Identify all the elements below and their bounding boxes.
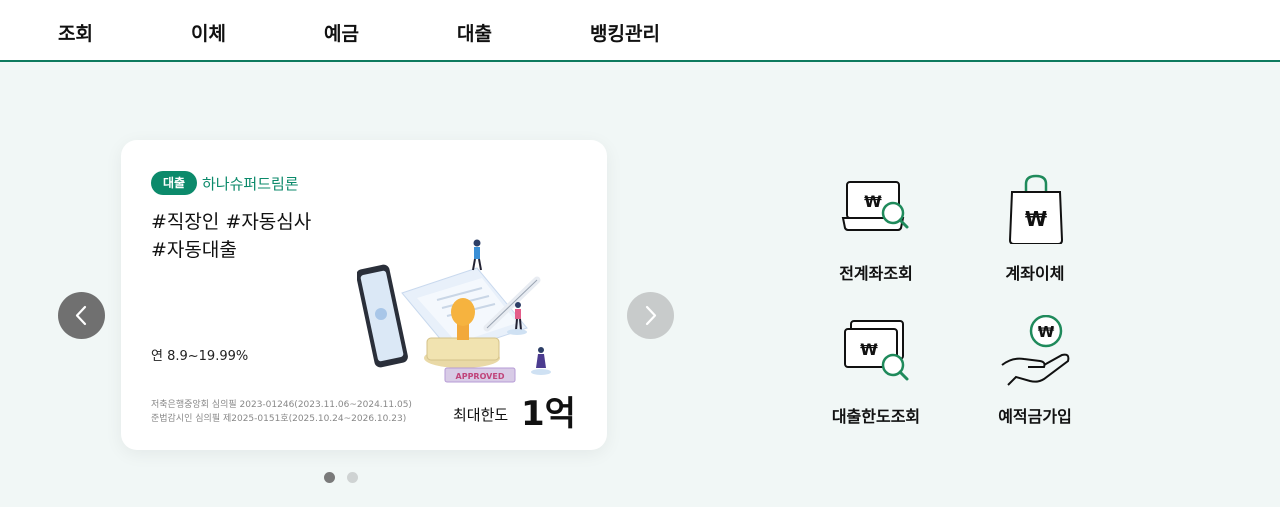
quick-menu-label: 계좌이체 <box>1005 264 1065 283</box>
max-limit-label: 최대한도 <box>453 406 509 424</box>
stamp-text: APPROVED <box>456 372 505 381</box>
nav-item-inquiry[interactable]: 조회 <box>58 23 93 45</box>
quick-menu-transfer[interactable]: ₩ 계좌이체 <box>955 172 1115 292</box>
carousel-prev-button[interactable] <box>58 292 105 339</box>
chevron-right-icon <box>645 305 657 326</box>
carousel-dot-1[interactable] <box>324 472 335 483</box>
carousel-next-button[interactable] <box>627 292 674 339</box>
disclaimer-line-1: 저축은행중앙회 심의필 2023-01246(2023.11.06~2024.1… <box>151 400 412 410</box>
card-search-icon: ₩ <box>844 320 909 381</box>
chevron-left-icon <box>75 305 87 326</box>
category-badge: 대출 <box>151 171 198 195</box>
headline-line-2: #자동대출 <box>151 239 237 261</box>
svg-text:₩: ₩ <box>1038 323 1055 341</box>
quick-menu-deposit-savings[interactable]: ₩ 예적금가입 <box>955 315 1115 435</box>
quick-menu-label: 전계좌조회 <box>839 264 913 283</box>
banner-headline: #직장인 #자동심사 #자동대출 <box>151 208 311 264</box>
svg-text:₩: ₩ <box>1025 207 1047 231</box>
disclaimer-line-2: 준법감시인 심의필 제2025-0151호(2025.10.24~2026.10… <box>151 414 407 424</box>
top-navigation: 조회 이체 예금 대출 뱅킹관리 <box>0 0 1280 62</box>
nav-item-loan[interactable]: 대출 <box>457 23 492 45</box>
loan-approval-illustration: APPROVED <box>357 239 551 383</box>
interest-rate: 연 8.9~19.99% <box>151 349 249 364</box>
nav-item-transfer[interactable]: 이체 <box>191 23 226 45</box>
product-name: 하나슈퍼드림론 <box>202 175 299 193</box>
quick-menu-label: 대출한도조회 <box>831 407 921 426</box>
nav-item-banking-management[interactable]: 뱅킹관리 <box>590 23 660 45</box>
loan-banner-card[interactable]: 대출 하나슈퍼드림론 #직장인 #자동심사 #자동대출 연 8.9~19.99%… <box>121 140 607 450</box>
nav-item-deposit[interactable]: 예금 <box>324 23 359 45</box>
quick-menu-loan-limit[interactable]: ₩ 대출한도조회 <box>796 315 956 435</box>
max-limit-value: 1억 <box>521 394 576 434</box>
headline-line-1: #직장인 #자동심사 <box>151 211 312 233</box>
quick-menu-all-accounts[interactable]: ₩ 전계좌조회 <box>796 172 956 292</box>
hand-coin-icon: ₩ <box>1001 315 1070 386</box>
svg-text:₩: ₩ <box>860 340 878 359</box>
regulatory-disclaimer: 저축은행중앙회 심의필 2023-01246(2023.11.06~2024.1… <box>151 398 412 426</box>
carousel-dot-2[interactable] <box>347 472 358 483</box>
laptop-search-icon: ₩ <box>841 181 909 231</box>
quick-menu-label: 예적금가입 <box>998 407 1072 426</box>
svg-text:₩: ₩ <box>864 192 882 211</box>
shopping-bag-won-icon: ₩ <box>1008 174 1064 244</box>
